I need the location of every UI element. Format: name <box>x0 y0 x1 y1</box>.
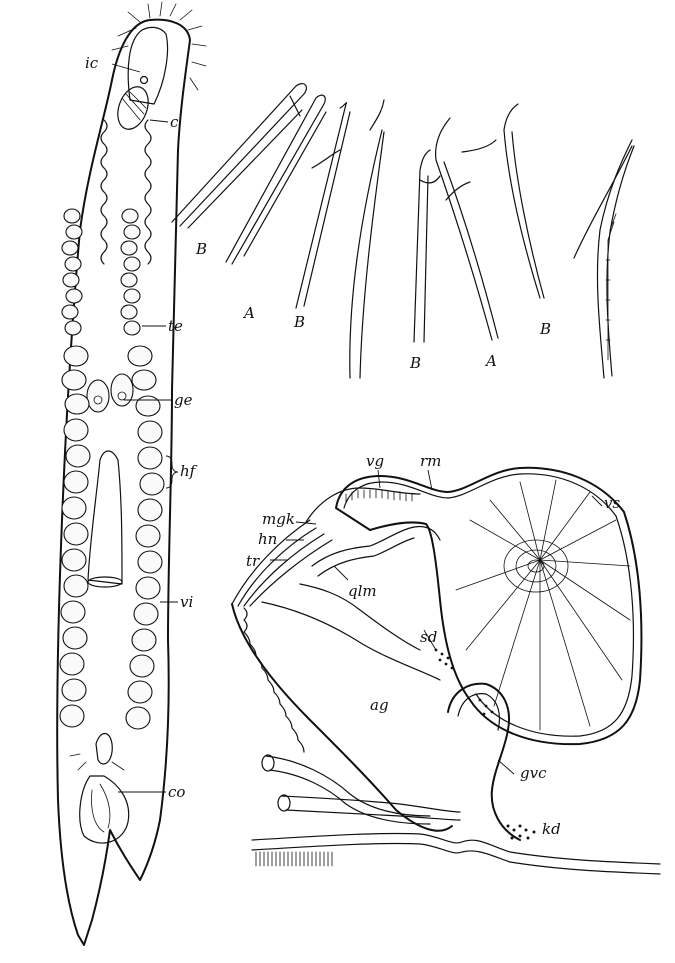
label-hn: hn <box>258 530 277 548</box>
copulatory-organ <box>69 732 130 844</box>
label-ge: ge <box>174 391 193 409</box>
ic-structure <box>139 75 149 85</box>
gland-duct <box>311 525 441 567</box>
label-ag: ag <box>370 696 389 714</box>
label-mgk: mgk <box>262 510 295 528</box>
stylet-2 <box>225 94 327 265</box>
stylet-3 <box>295 102 351 309</box>
stylet-6 <box>435 117 499 341</box>
label-vs: vs <box>604 494 620 512</box>
label-sd: sd <box>420 628 437 646</box>
label-gvc: gvc <box>520 764 547 782</box>
atrium-wall <box>231 603 453 832</box>
stylet-label-5: A <box>484 352 497 370</box>
pharynx-tube <box>127 26 169 105</box>
c-structure <box>117 86 149 130</box>
germaria <box>86 373 134 413</box>
stylet-label-2: A <box>242 304 255 322</box>
flatworm-figure: ic c te ge hf vi co <box>56 1 207 946</box>
label-hf: hf <box>180 462 198 480</box>
label-vg: vg <box>366 452 384 470</box>
anterior-cilia <box>111 1 207 91</box>
upper-duct <box>305 487 421 523</box>
pharynx <box>87 450 123 585</box>
intestine-left-margin <box>100 119 108 265</box>
copulatory-apparatus-figure: vg rm vs mgk hn tr qlm sd ag gvc kd <box>231 452 661 875</box>
genital-canal <box>447 682 521 841</box>
radial-muscle-lines <box>455 479 631 731</box>
intestine-right-margin <box>144 119 152 265</box>
ducts-tubes <box>261 754 461 825</box>
label-qlm: qlm <box>348 582 377 600</box>
stylet-label-4: B <box>409 354 421 372</box>
vitellaria-right <box>125 345 165 730</box>
stylet-1 <box>171 82 308 229</box>
stylet-8 <box>573 139 635 379</box>
label-kd: kd <box>542 820 561 838</box>
label-te: te <box>168 317 183 335</box>
vitellaria-left <box>59 345 91 728</box>
label-ic: ic <box>85 54 99 72</box>
central-lumen <box>503 539 569 593</box>
stylet-4 <box>349 99 385 379</box>
muscle-bundle <box>231 519 333 607</box>
label-rm: rm <box>420 452 441 470</box>
label-co: co <box>168 783 185 801</box>
stylet-5 <box>413 149 441 343</box>
label-c: c <box>170 113 179 131</box>
label-tr: tr <box>246 552 260 570</box>
testes-left <box>61 208 83 336</box>
body-wall <box>251 832 661 875</box>
stylet-label-1: B <box>195 240 207 258</box>
stylet-label-3: B <box>293 313 305 331</box>
stylet-7 <box>461 103 545 299</box>
stylets-figure: B A B B A B <box>171 82 635 379</box>
flatworm-leaders <box>111 63 179 793</box>
seminal-vesicle-wall <box>335 466 643 746</box>
sd-dots <box>434 648 494 716</box>
kd-dots <box>506 824 536 840</box>
apparatus-leaders <box>270 469 603 775</box>
label-vi: vi <box>180 593 193 611</box>
stylet-label-6: B <box>539 320 551 338</box>
testes-right <box>120 208 141 336</box>
